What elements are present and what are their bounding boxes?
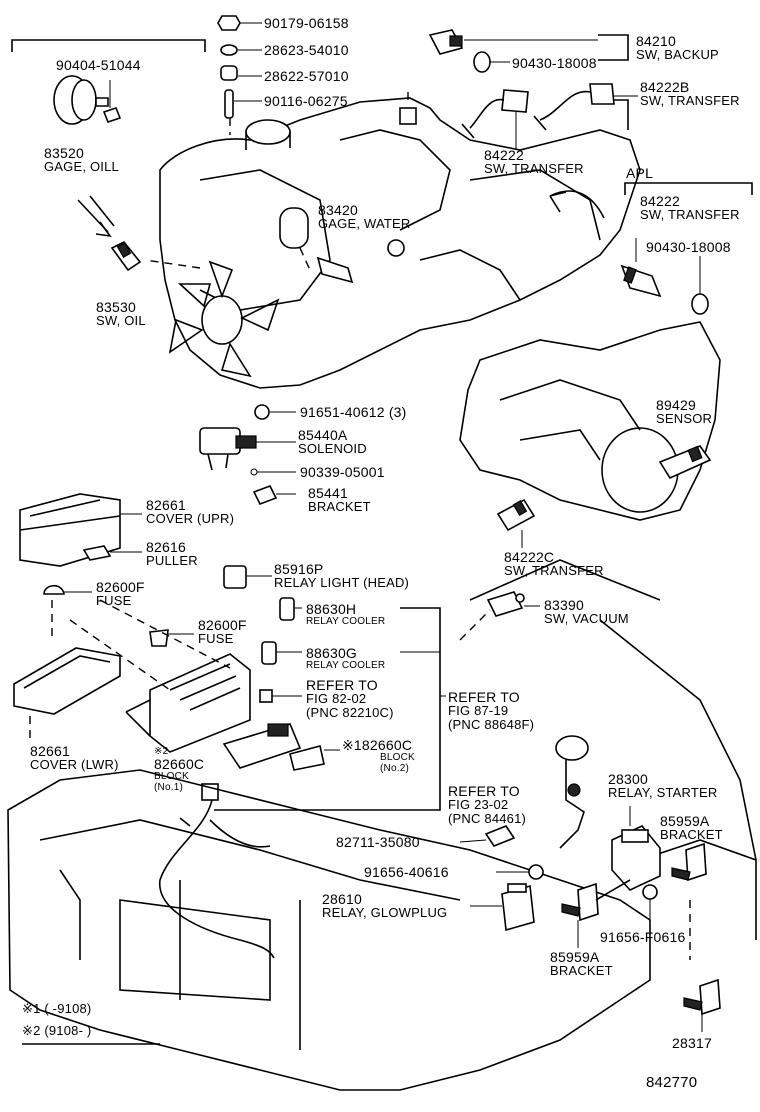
- vehicle-front-illustration: [7, 559, 757, 1091]
- note-2: ※2 (9108- ): [22, 1023, 92, 1038]
- vacuum-harness-84461-icon: [555, 735, 589, 849]
- vacuum-switch-83390-icon: [486, 591, 525, 617]
- backup-switch-84210-icon: [428, 29, 491, 73]
- apl-transfer-switch-icon: [620, 264, 709, 315]
- note-1: ※1 ( -9108): [22, 1001, 92, 1016]
- label-28622-57010: 28622-57010: [264, 68, 349, 84]
- label-28317: 28317: [672, 1035, 712, 1051]
- label-91656-40616: 91656-40616: [364, 864, 449, 880]
- transfer-switch-84222b-icon: [533, 83, 615, 131]
- curved-arrow-icon: [549, 190, 605, 219]
- engine-block-illustration: [159, 97, 641, 389]
- group-bracket-transfer-b: [612, 99, 629, 130]
- refer-bracket-87-19: [214, 607, 441, 811]
- group-bracket-backup: [598, 34, 629, 61]
- starter-relay-28300-icon: [611, 825, 661, 891]
- arrow-oil-icon: [77, 195, 115, 238]
- connector-82711-icon: [484, 825, 516, 847]
- bushing-28622-icon: [220, 65, 238, 81]
- washer-91656-f0616-icon: [642, 884, 658, 900]
- oil-switch-83530-icon: [110, 240, 142, 272]
- washer-28623-icon: [220, 44, 238, 56]
- fuse-box-main-icon: [125, 653, 251, 753]
- label-90430-18008-top: 90430-18008: [512, 55, 597, 71]
- label-82711-35080: 82711-35080: [336, 834, 420, 850]
- oil-gage-83520-icon: [53, 75, 109, 125]
- wire-harness: [159, 799, 275, 959]
- speed-sensor-89429-icon: [658, 445, 712, 480]
- engine-fan-icon: [168, 260, 280, 378]
- label-90339-05001: 90339-05001: [300, 464, 385, 480]
- relay-block-82660c-no2-icon: [222, 723, 325, 771]
- label-28623-54010: 28623-54010: [264, 42, 349, 58]
- washer-91656-40616-icon: [528, 864, 544, 880]
- label-90179-06158: 90179-06158: [264, 15, 349, 31]
- fuse-82600f-left-icon: [43, 584, 65, 595]
- bracket-85959a-right-icon: [671, 842, 707, 882]
- bracket-85959a-lower-icon: [561, 882, 599, 922]
- label-90404-51044: 90404-51044: [56, 57, 141, 73]
- puller-82616-icon: [82, 545, 112, 561]
- solenoid-85440a-icon: [199, 427, 257, 471]
- label-90116-06275: 90116-06275: [264, 93, 348, 109]
- fuse-82600f-mid-icon: [149, 629, 169, 647]
- bolt-90116-icon: [224, 89, 234, 119]
- label-91651-40612: 91651-40612 (3): [300, 404, 407, 420]
- relay-cooler-88630g-icon: [261, 641, 277, 665]
- label-91656-f0616: 91656-F0616: [600, 929, 686, 945]
- apl-bracket: [624, 182, 753, 195]
- relay-light-85916p-icon: [223, 565, 247, 589]
- glowplug-relay-28610-icon: [501, 883, 535, 932]
- transmission-illustration: [459, 321, 721, 521]
- group-bracket-top-left: [11, 39, 206, 52]
- diagram-code: 842770: [646, 1074, 698, 1091]
- bracket-28317-icon: [683, 978, 721, 1016]
- fuse-box-cover-lower-icon: [13, 647, 121, 715]
- nut-90179-icon: [217, 15, 241, 31]
- water-gage-83420-icon: [279, 207, 405, 284]
- screw-91651-icon: [254, 404, 270, 420]
- transfer-switch-84222-icon: [461, 89, 529, 139]
- transfer-switch-84222c-icon: [496, 498, 536, 532]
- bolt-90404-icon: [102, 107, 122, 123]
- label-apl: APL: [626, 165, 654, 181]
- bracket-85441-icon: [252, 484, 278, 506]
- relay-cooler-88630h-icon: [279, 597, 295, 621]
- label-90430-18008-apl: 90430-18008: [646, 239, 731, 255]
